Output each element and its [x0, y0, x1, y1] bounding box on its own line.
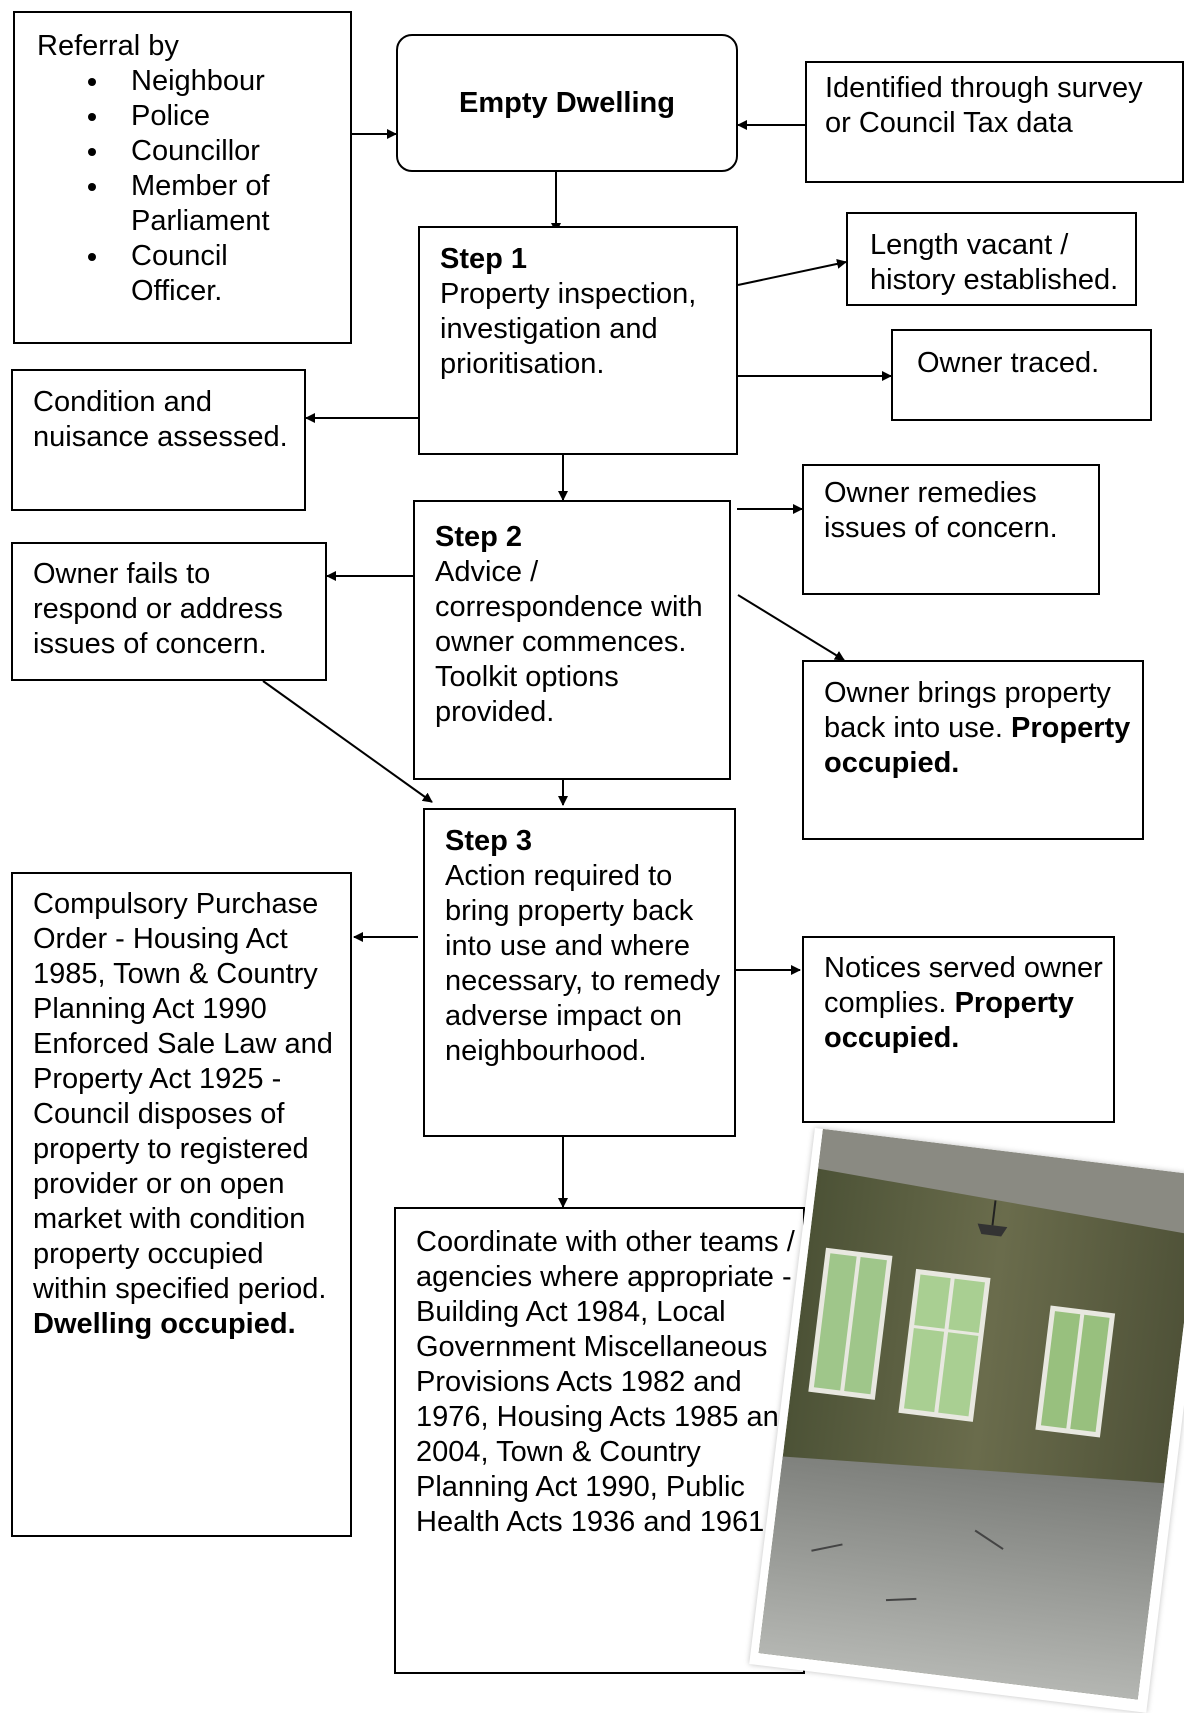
empty-dwelling-label: Empty Dwelling — [459, 86, 675, 119]
step3-text: Action required to bring property back i… — [445, 860, 721, 1067]
length-vacant-text: Length vacant / history established. — [870, 229, 1119, 296]
step2-title: Step 2 — [435, 521, 523, 553]
owner-fails-box: Owner fails to respond or address issues… — [11, 542, 327, 681]
owner-traced-box: Owner traced. — [891, 329, 1152, 421]
list-item: Police — [111, 99, 342, 134]
referral-title: Referral by — [37, 30, 179, 62]
cpo-bold: Dwelling occupied. — [33, 1308, 296, 1340]
referral-list: Neighbour Police Councillor Member of Pa… — [37, 64, 342, 309]
empty-room-photo — [749, 1128, 1184, 1713]
notices-box: Notices served owner complies. Property … — [802, 936, 1115, 1123]
list-item: Neighbour — [111, 64, 342, 99]
identified-box: Identified through survey or Council Tax… — [805, 61, 1184, 183]
cpo-box: Compulsory Purchase Order - Housing Act … — [11, 872, 352, 1537]
step1-text: Property inspection, investigation and p… — [440, 278, 697, 380]
step3-box: Step 3 Action required to bring property… — [423, 808, 736, 1137]
list-item: Council Officer. — [111, 239, 271, 309]
step3-title: Step 3 — [445, 825, 533, 857]
notices-text: Notices served owner complies. — [824, 952, 1103, 1019]
referral-box: Referral by Neighbour Police Councillor … — [13, 11, 352, 344]
owner-brings-box: Owner brings property back into use. Pro… — [802, 660, 1144, 840]
owner-brings-text: Owner brings property back into use. — [824, 677, 1111, 744]
owner-remedies-box: Owner remedies issues of concern. — [802, 464, 1100, 595]
empty-dwelling-box: Empty Dwelling — [396, 34, 738, 172]
length-vacant-box: Length vacant / history established. — [846, 212, 1137, 306]
list-item: Councillor — [111, 134, 342, 169]
owner-brings-bold: Property occupied. — [824, 712, 1131, 779]
identified-text: Identified through survey or Council Tax… — [825, 72, 1143, 139]
notices-bold: Property occupied. — [824, 987, 1074, 1054]
cpo-text: Compulsory Purchase Order - Housing Act … — [33, 888, 333, 1305]
owner-fails-text: Owner fails to respond or address issues… — [33, 558, 283, 660]
owner-remedies-text: Owner remedies issues of concern. — [824, 477, 1058, 544]
list-item: Member of Parliament — [111, 169, 311, 239]
empty-room-photo-icon — [758, 1128, 1184, 1700]
arrow-step2-to-brings — [737, 594, 845, 661]
step2-text: Advice / correspondence with owner comme… — [435, 556, 703, 728]
arrow-step1-to-length — [737, 258, 847, 286]
step1-title: Step 1 — [440, 243, 528, 275]
owner-traced-text: Owner traced. — [917, 347, 1100, 379]
condition-box: Condition and nuisance assessed. — [11, 369, 306, 511]
step1-box: Step 1 Property inspection, investigatio… — [418, 226, 738, 455]
coordinate-box: Coordinate with other teams / agencies w… — [394, 1207, 805, 1674]
coordinate-text: Coordinate with other teams / agencies w… — [416, 1226, 795, 1538]
step2-box: Step 2 Advice / correspondence with owne… — [413, 500, 731, 780]
condition-text: Condition and nuisance assessed. — [33, 386, 288, 453]
arrow-fails-to-step3 — [262, 680, 433, 803]
